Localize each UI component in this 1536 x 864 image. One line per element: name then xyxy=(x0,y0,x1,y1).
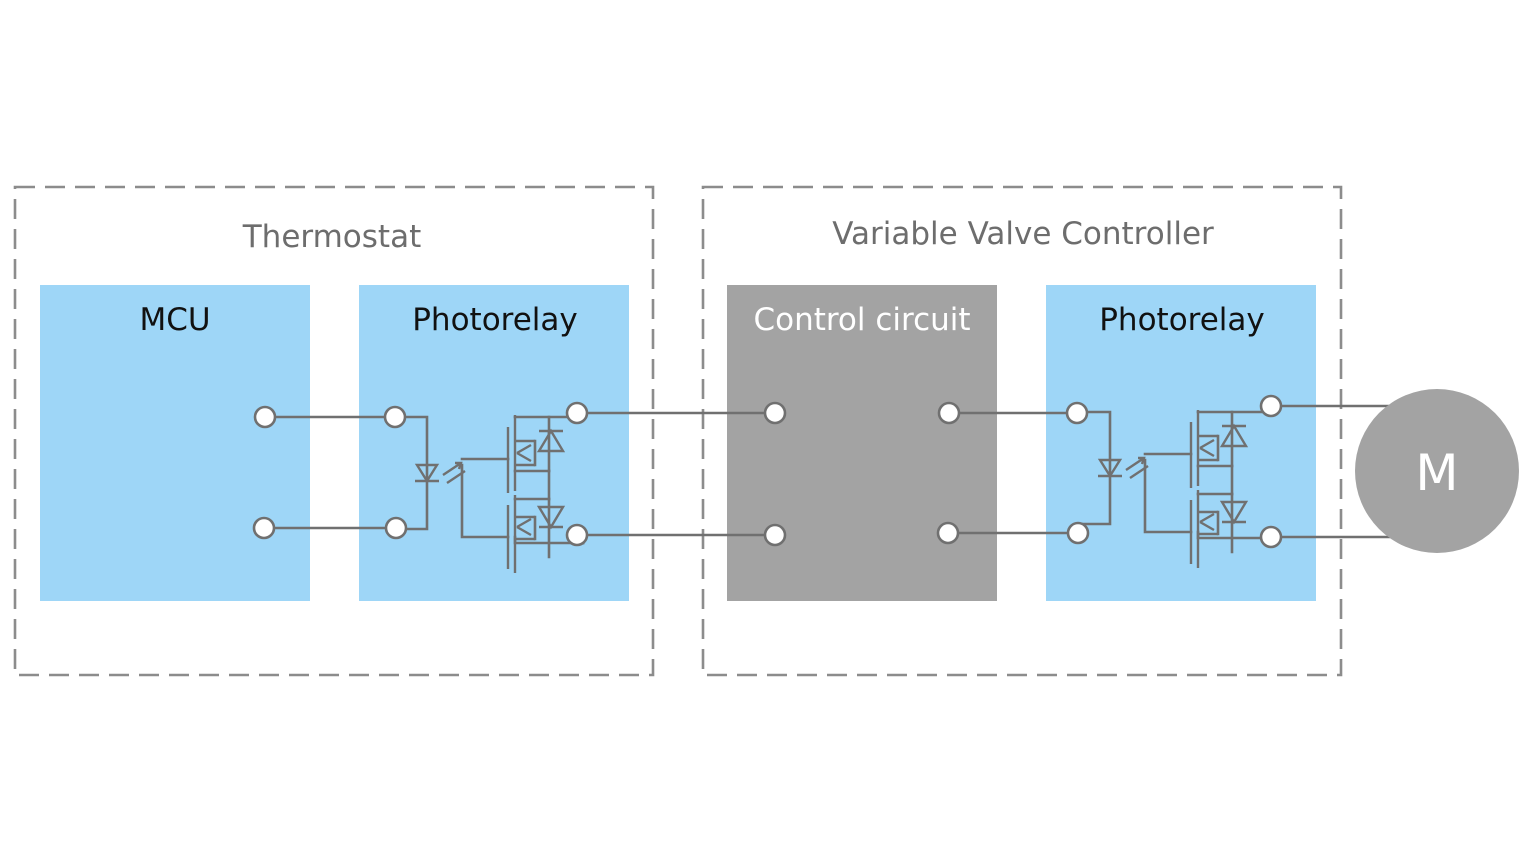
control-input-terminal-bottom xyxy=(763,523,787,547)
relay1-output-terminal-bottom xyxy=(565,523,589,547)
control-circuit-label: Control circuit xyxy=(753,302,970,338)
motor-circle xyxy=(1355,389,1519,553)
mcu-label: MCU xyxy=(139,302,210,338)
motor-label: M xyxy=(1415,444,1458,502)
relay2-output-terminal-top xyxy=(1259,394,1283,418)
control-output-terminal-top xyxy=(937,401,961,425)
relay1-input-terminal-top xyxy=(383,405,407,429)
thermostat-group-border xyxy=(13,185,655,677)
control-input-terminal-top xyxy=(763,401,787,425)
relay1-input-terminal-bottom xyxy=(384,516,408,540)
thermostat-title: Thermostat xyxy=(242,219,421,255)
photorelay-2-label: Photorelay xyxy=(1099,302,1265,338)
valve-controller-title: Variable Valve Controller xyxy=(832,216,1214,252)
relay2-output-terminal-bottom xyxy=(1259,525,1283,549)
control-circuit-block xyxy=(727,285,997,601)
photorelay-1-label: Photorelay xyxy=(412,302,578,338)
photorelay-2-block xyxy=(1046,285,1316,601)
photorelay-1-block xyxy=(359,285,629,601)
mcu-terminal-bottom xyxy=(252,516,276,540)
relay1-output-terminal-top xyxy=(565,401,589,425)
relay2-input-terminal-top xyxy=(1065,401,1089,425)
mcu-terminal-top xyxy=(253,405,277,429)
valve-controller-group-border xyxy=(701,185,1343,677)
mcu-block xyxy=(40,285,310,601)
relay2-input-terminal-bottom xyxy=(1066,521,1090,545)
control-output-terminal-bottom xyxy=(936,521,960,545)
